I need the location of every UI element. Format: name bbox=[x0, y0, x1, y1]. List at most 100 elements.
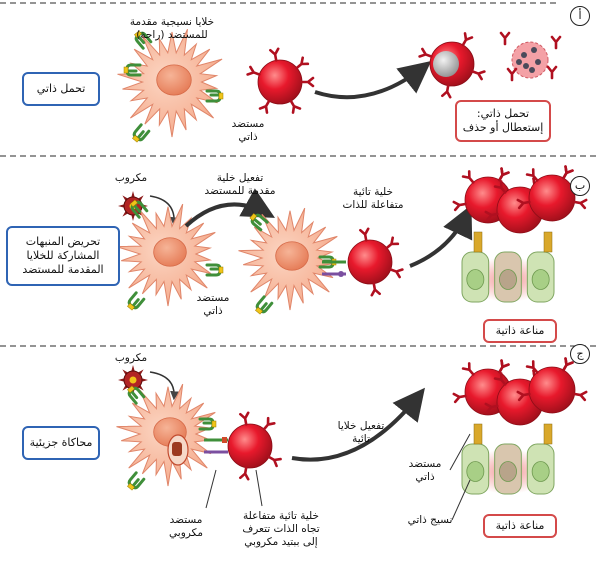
panel-b-mhc bbox=[205, 263, 224, 277]
t-cell-receptor bbox=[359, 227, 370, 242]
microbe-spike bbox=[118, 204, 126, 208]
panel-a-t-cell bbox=[257, 59, 303, 105]
t-cell-receptor bbox=[370, 282, 381, 297]
apoptotic-body bbox=[511, 41, 549, 79]
dna-fragment bbox=[531, 47, 537, 53]
t-cell-body bbox=[257, 59, 303, 105]
ingested-microbe bbox=[172, 442, 182, 456]
microbe-spike bbox=[118, 378, 126, 382]
t-cell-body bbox=[528, 366, 576, 414]
apoptotic-t-cell bbox=[511, 41, 549, 79]
activated-apc-mhc bbox=[255, 295, 274, 315]
receptor-arm bbox=[498, 167, 510, 182]
tissue-nucleus bbox=[499, 269, 517, 290]
receptor-arm bbox=[452, 392, 467, 404]
t-cell-receptor bbox=[573, 390, 588, 402]
panel-a-mhc bbox=[205, 89, 224, 103]
receptor-arm bbox=[258, 99, 271, 114]
microbe-spike bbox=[131, 213, 135, 221]
panel-b-badge: ب bbox=[570, 176, 590, 196]
t-cell-receptor bbox=[546, 65, 558, 80]
peptide bbox=[218, 266, 224, 274]
t-cell-body bbox=[528, 174, 576, 222]
microbe-core bbox=[129, 376, 137, 384]
tcr-mhc-bridge bbox=[473, 231, 483, 253]
panel-dividers bbox=[0, 2, 598, 347]
apc-nucleus bbox=[153, 237, 187, 267]
microbe-to-apc bbox=[149, 371, 180, 401]
panel-c-mechanism: محاكاة جزيئية bbox=[22, 426, 100, 460]
autoreactive-t-cell bbox=[347, 239, 393, 285]
mhc-chain bbox=[125, 63, 142, 77]
peptide bbox=[132, 134, 140, 143]
t-cell-body bbox=[227, 423, 273, 469]
t-cell-receptor bbox=[525, 168, 539, 182]
activated-apc bbox=[238, 207, 338, 311]
t-cell-receptor bbox=[484, 210, 499, 222]
t-cell-receptor bbox=[300, 76, 315, 88]
t-cell-receptor bbox=[516, 198, 531, 210]
receptor-arm bbox=[562, 165, 574, 180]
t-cell-receptor bbox=[389, 268, 404, 279]
receptor-arm bbox=[562, 357, 574, 372]
receptor-arm bbox=[493, 372, 507, 386]
dna-fragment bbox=[535, 59, 541, 65]
t-cell-receptor bbox=[461, 362, 475, 376]
receptor-arm bbox=[471, 70, 486, 81]
peptide bbox=[211, 420, 217, 428]
panel-a-mechanism: تحمل ذاتي bbox=[22, 72, 100, 106]
peptide bbox=[218, 92, 224, 100]
peptide bbox=[123, 66, 129, 74]
receptor-arm bbox=[498, 359, 510, 374]
t-cell-receptor bbox=[484, 402, 499, 414]
t-cell-receptor bbox=[258, 99, 271, 114]
t-cell-receptor bbox=[269, 47, 280, 62]
t-cell-receptor bbox=[516, 390, 531, 402]
receptor-arm bbox=[359, 227, 370, 242]
receptor-arm bbox=[461, 32, 474, 47]
panel-a-mhc bbox=[132, 123, 151, 143]
receptor-arm bbox=[239, 411, 250, 426]
t-cell-receptor bbox=[239, 466, 250, 481]
panel-a-arrow bbox=[314, 61, 432, 100]
cell-illustrations bbox=[116, 28, 588, 521]
receptor-arm bbox=[550, 35, 562, 50]
apc-activation-arrow bbox=[184, 188, 275, 228]
leader-line bbox=[449, 433, 471, 471]
receptor-arm bbox=[516, 198, 531, 210]
activated-apc-mhc bbox=[249, 213, 269, 232]
panel-c-tissue bbox=[461, 443, 555, 495]
mhc-chain bbox=[198, 417, 215, 431]
panel-a-badge: أ bbox=[570, 6, 590, 26]
panel-c-microbe-label: مكروب bbox=[114, 352, 148, 364]
t-cell-receptor bbox=[239, 411, 250, 426]
t-cell-receptor bbox=[550, 35, 562, 50]
receptor-arm bbox=[267, 455, 282, 468]
microbe-spike bbox=[140, 378, 148, 382]
apc-nucleus bbox=[156, 64, 192, 96]
receptor-arm bbox=[516, 390, 531, 402]
receptor-arm bbox=[484, 210, 499, 222]
receptor-arm bbox=[289, 99, 302, 114]
panel-a-mhc bbox=[123, 63, 142, 77]
receptor-arm bbox=[461, 170, 475, 184]
receptor-arm bbox=[418, 47, 433, 58]
receptor-arm bbox=[546, 65, 558, 80]
panel-c-mhc bbox=[198, 417, 217, 431]
receptor-arm bbox=[573, 390, 588, 402]
tissue-nucleus bbox=[466, 269, 485, 290]
peptide bbox=[127, 482, 135, 491]
receptor-arm bbox=[525, 360, 539, 374]
t-cell-receptor bbox=[295, 56, 310, 70]
dna-fragment bbox=[521, 52, 527, 58]
leader-line bbox=[205, 469, 217, 509]
self-tissue-label: نسيج ذاتي bbox=[407, 514, 453, 526]
panel-c-badge: ج bbox=[570, 344, 590, 364]
receptor-arm bbox=[239, 466, 250, 481]
apc-nucleus bbox=[275, 241, 309, 271]
tcr-mhc-bridge bbox=[543, 231, 553, 253]
